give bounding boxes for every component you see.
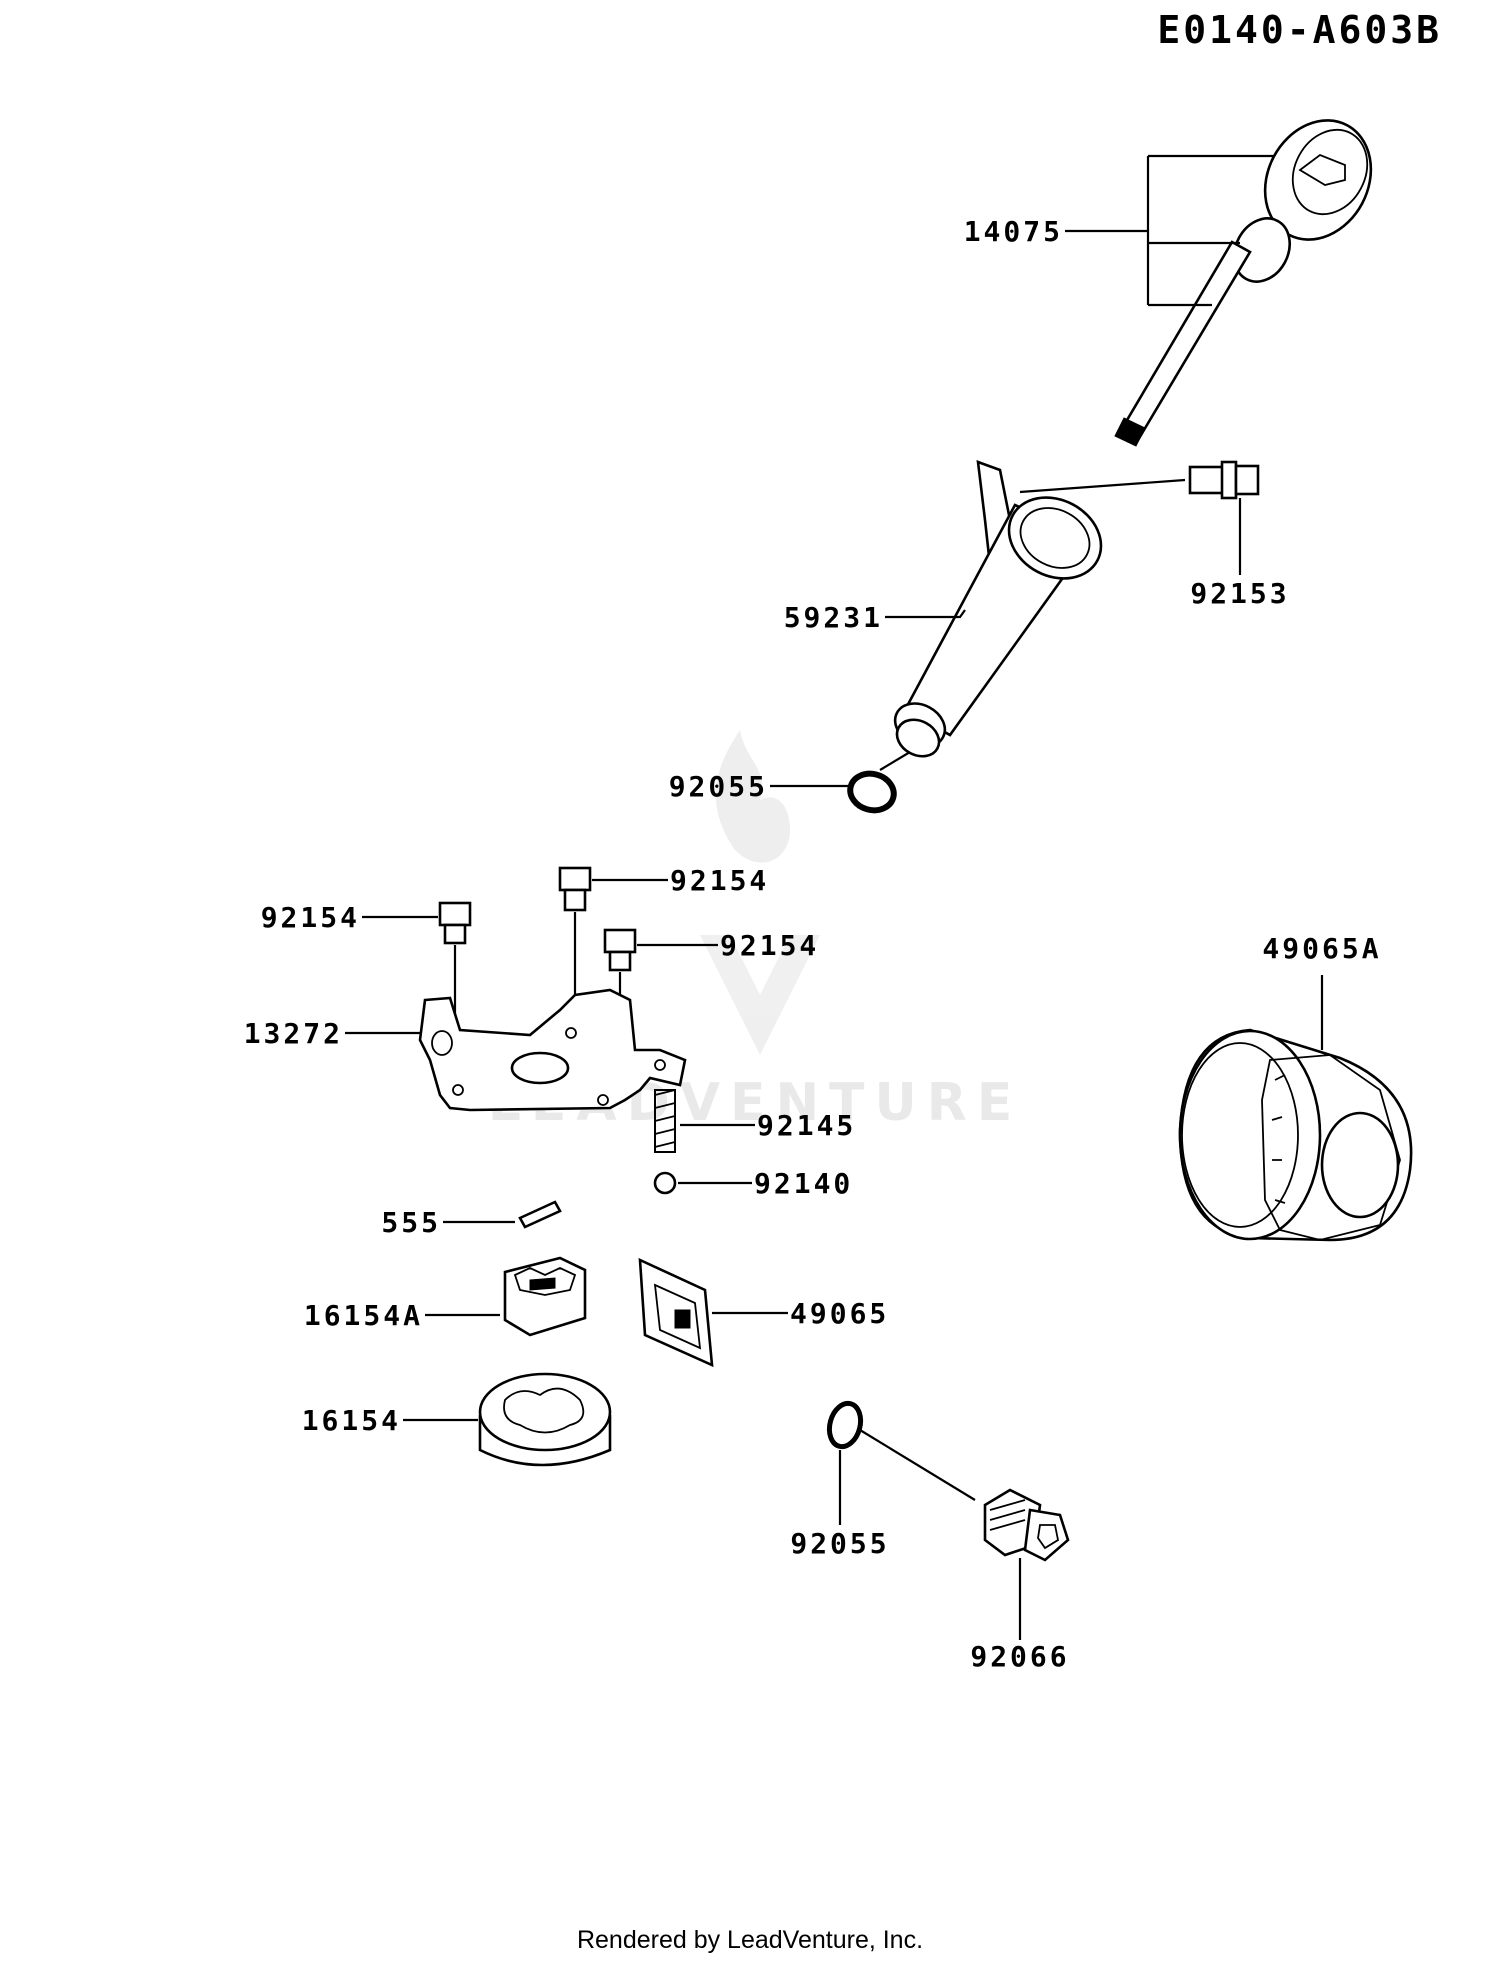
leader-92055-upper-pipe: [879, 751, 911, 771]
label-14075[interactable]: 14075: [964, 215, 1063, 248]
label-92145[interactable]: 92145: [757, 1109, 856, 1142]
part-555-pin[interactable]: [518, 1200, 562, 1229]
part-92066-drain-plug[interactable]: [983, 1488, 1070, 1562]
part-16154A-inner-rotor[interactable]: [503, 1256, 587, 1337]
part-14075-dipstick[interactable]: [1114, 102, 1391, 447]
part-92140-ball[interactable]: [653, 1171, 677, 1195]
label-92154-top[interactable]: 92154: [670, 864, 769, 897]
label-555[interactable]: 555: [381, 1206, 441, 1239]
footer-rendered-by: Rendered by LeadVenture, Inc.: [577, 1926, 923, 1954]
label-92055-upper[interactable]: 92055: [669, 770, 768, 803]
label-49065A[interactable]: 49065A: [1262, 932, 1381, 965]
label-92153[interactable]: 92153: [1190, 577, 1289, 610]
label-92154-left[interactable]: 92154: [261, 901, 360, 934]
leader-92055-lower-plug: [859, 1429, 976, 1501]
part-92055-o-ring-upper[interactable]: [846, 769, 898, 815]
leader-92153-to-pipe: [1019, 478, 1186, 494]
part-92055-o-ring-lower[interactable]: [825, 1400, 865, 1450]
part-92154-bolt-left[interactable]: [438, 901, 472, 945]
label-92154-right[interactable]: 92154: [720, 929, 819, 962]
part-92154-bolt-right[interactable]: [603, 928, 637, 972]
part-92154-bolt-top[interactable]: [558, 866, 592, 912]
label-92055-lower[interactable]: 92055: [790, 1527, 889, 1560]
label-13272[interactable]: 13272: [244, 1017, 343, 1050]
part-49065A-oil-filter[interactable]: [1178, 1028, 1413, 1242]
label-49065[interactable]: 49065: [790, 1297, 889, 1330]
part-13272-plate[interactable]: [418, 988, 687, 1112]
leader-59231: [885, 609, 966, 619]
part-92153-bolt[interactable]: [1188, 460, 1260, 500]
label-16154[interactable]: 16154: [302, 1404, 401, 1437]
label-92140[interactable]: 92140: [754, 1167, 853, 1200]
diagram-code: E0140-A603B: [1157, 8, 1442, 52]
part-49065-screen[interactable]: [638, 1257, 714, 1368]
part-92145-spring[interactable]: [654, 1089, 676, 1153]
label-92066[interactable]: 92066: [970, 1640, 1069, 1673]
label-16154A[interactable]: 16154A: [304, 1299, 423, 1332]
part-16154-outer-rotor[interactable]: [478, 1372, 612, 1467]
part-59231-oil-fill-pipe[interactable]: [888, 460, 1116, 763]
label-59231[interactable]: 59231: [784, 601, 883, 634]
